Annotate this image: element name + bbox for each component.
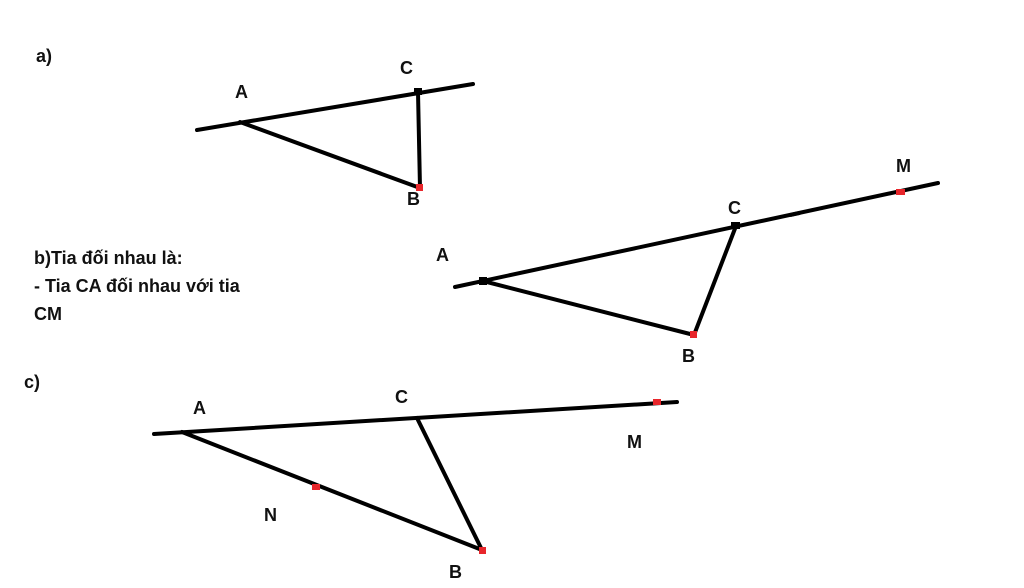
- c-label-N: N: [264, 505, 277, 525]
- c-label-A: A: [193, 398, 206, 418]
- part-b-answer-line-1: b)Tia đối nhau là:: [34, 248, 183, 268]
- c-segment-cb: [415, 416, 484, 552]
- b-label-A: A: [436, 245, 449, 265]
- a-segment-cb: [416, 90, 422, 190]
- a-label-B: B: [407, 189, 420, 209]
- a-label-C: C: [400, 58, 413, 78]
- c-label-C: C: [395, 387, 408, 407]
- b-point-b-mark: [690, 331, 697, 338]
- part-a-label: a): [36, 46, 52, 66]
- b-point-a-mark: [479, 277, 487, 285]
- b-tick-mark: [789, 211, 801, 217]
- a-label-A: A: [235, 82, 248, 102]
- c-label-B: B: [449, 562, 462, 582]
- b-line-am: [453, 181, 940, 289]
- b-label-M: M: [896, 156, 911, 176]
- figure-c: c) A C M N B: [24, 372, 679, 582]
- part-b-answer-text: b)Tia đối nhau là: - Tia CA đối nhau với…: [34, 244, 294, 328]
- part-c-label: c): [24, 372, 40, 392]
- c-point-n-mark: [312, 484, 320, 490]
- a-segment-ab: [238, 120, 422, 190]
- part-b-answer-line-3: CM: [34, 304, 62, 324]
- b-segment-ab: [481, 279, 696, 337]
- c-point-m-mark: [653, 399, 661, 405]
- a-point-b-mark: [416, 184, 423, 191]
- c-label-M: M: [627, 432, 642, 452]
- figure-a: a) A C B: [36, 46, 475, 209]
- figure-b: A C M B: [436, 156, 940, 366]
- c-point-b-mark: [479, 547, 486, 554]
- b-point-c-mark: [731, 222, 740, 229]
- c-segment-ab: [180, 430, 484, 552]
- b-segment-cb: [692, 224, 738, 337]
- a-point-c-mark: [414, 88, 422, 95]
- b-point-m-mark: [896, 189, 905, 195]
- b-label-B: B: [682, 346, 695, 366]
- part-b-answer-line-2: - Tia CA đối nhau với tia: [34, 276, 240, 296]
- b-label-C: C: [728, 198, 741, 218]
